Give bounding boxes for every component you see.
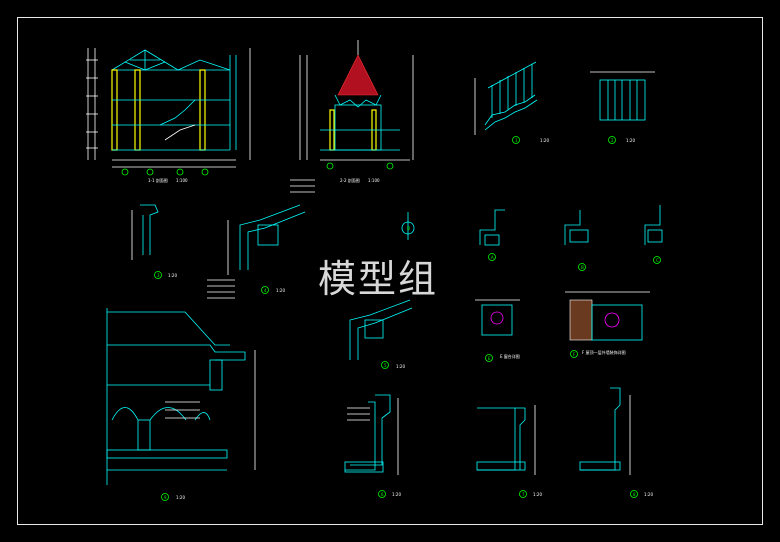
detail-letter-f: F: [573, 352, 576, 357]
detail-number-5: 5: [384, 363, 387, 368]
detail-e-window-sill: [475, 299, 520, 362]
detail-number-4: 4: [264, 288, 267, 293]
detail-1-scale: 1:20: [540, 138, 549, 143]
detail-3-cornice: [131, 204, 162, 279]
detail-8-parapet: [579, 387, 638, 498]
detail-letter-a: A: [491, 255, 494, 260]
detail-3-scale: 1:20: [168, 273, 177, 278]
detail-number-8: 8: [633, 492, 636, 497]
drawing-border: [17, 17, 763, 525]
section-2-title: 2-2 剖面图: [340, 177, 360, 183]
detail-letter-d: D: [407, 226, 410, 231]
detail-number-3: 3: [157, 273, 160, 278]
section-1-1-drawing: [86, 48, 251, 176]
detail-f-title: F 屋顶一层外墙装饰详图: [582, 349, 626, 355]
section-1-scale: 1:100: [176, 178, 188, 183]
watermark-text: 模型组: [318, 257, 439, 301]
detail-6-scale: 1:20: [392, 492, 401, 497]
detail-2-scale: 1:20: [626, 138, 635, 143]
annotation-leaders: [165, 179, 370, 421]
detail-letter-c: C: [656, 258, 659, 263]
detail-6-parapet: [344, 394, 399, 498]
detail-number-9: 9: [164, 495, 167, 500]
detail-1-railing: [474, 61, 538, 144]
detail-7-parapet: [476, 405, 536, 498]
detail-4-scale: 1:20: [276, 288, 285, 293]
section-1-title: 1-1 剖面图: [148, 177, 168, 183]
detail-number-2: 2: [611, 138, 614, 143]
detail-7-scale: 1:20: [533, 492, 542, 497]
detail-a-b-c-d: [479, 205, 663, 271]
detail-5-scale: 1:20: [396, 364, 405, 369]
detail-f-wall-decoration: [565, 291, 650, 358]
detail-2-railing-elevation: [590, 71, 655, 144]
detail-9-scale: 1:20: [176, 495, 185, 500]
detail-5-eave: [349, 212, 415, 369]
section-2-2-drawing: [299, 40, 414, 170]
detail-number-1: 1: [515, 138, 518, 143]
detail-8-scale: 1:20: [644, 492, 653, 497]
detail-letter-b: B: [581, 265, 584, 270]
section-2-scale: 1:100: [368, 178, 380, 183]
detail-number-6: 6: [381, 492, 384, 497]
detail-number-7: 7: [522, 492, 525, 497]
detail-4-eave: [227, 204, 306, 294]
detail-e-title: E 窗台详图: [500, 353, 520, 359]
detail-letter-e: E: [488, 356, 491, 361]
